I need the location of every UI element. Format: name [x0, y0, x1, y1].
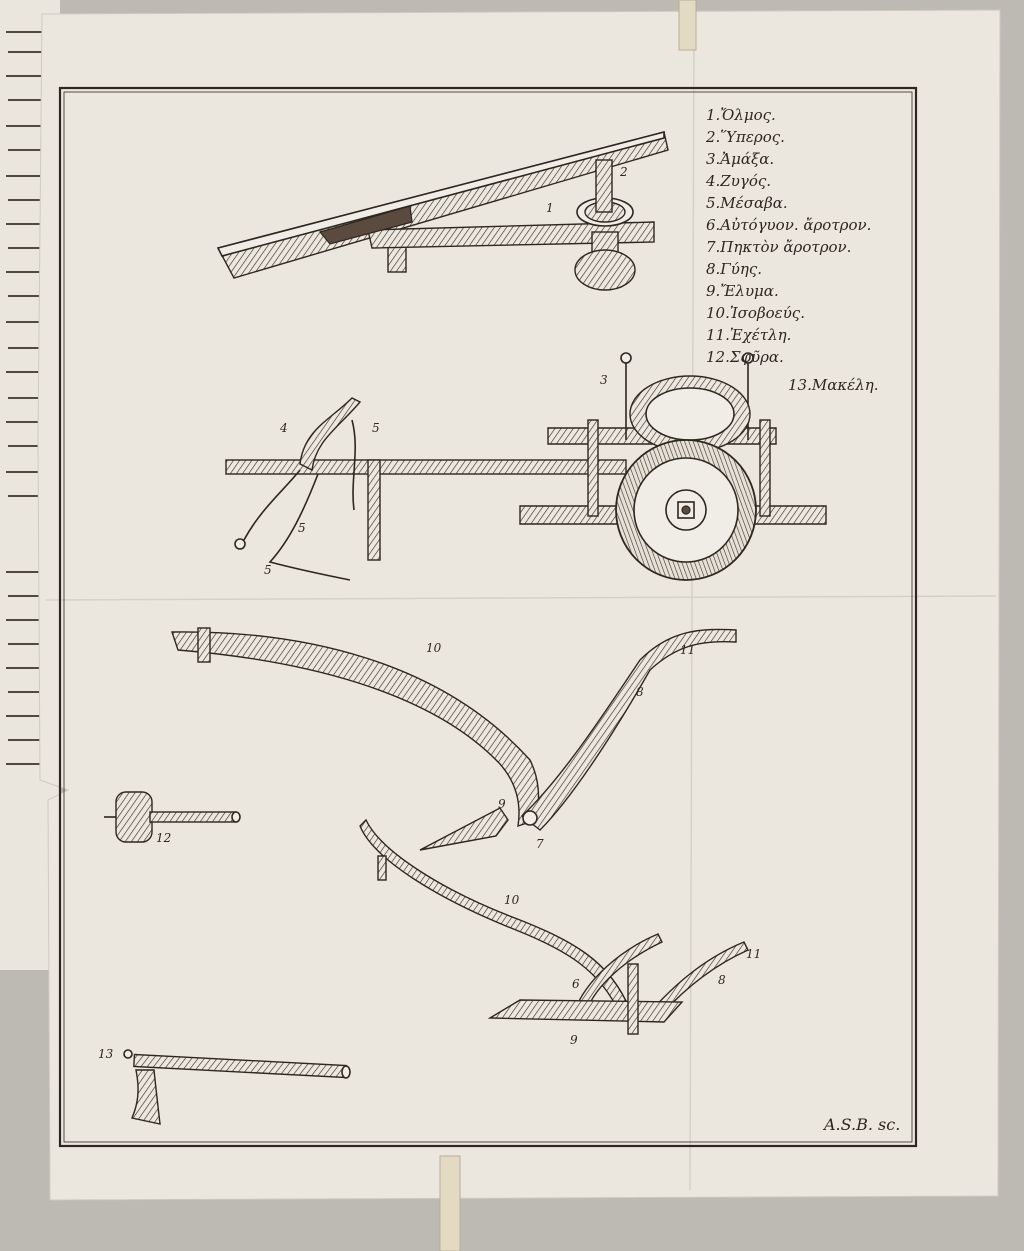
- plate-border: [58, 86, 918, 1148]
- legend: 1.Ὄλμος. 2.Ὕπερος. 3.Ἀμάξα. 4.Ζυγός. 5.Μ…: [705, 106, 879, 394]
- fold-line-horizontal: [45, 595, 997, 601]
- mattock-figure: 13: [98, 1047, 351, 1125]
- legend-item: 5.Μέσαβα.: [706, 194, 788, 212]
- wagon-figure: 3 4 5 5 5: [225, 352, 827, 581]
- number-label-10b: 10: [504, 893, 520, 907]
- mortar-and-pestle-figure: 1 2: [216, 130, 669, 291]
- legend-extra-item: 13.Μακέλη.: [788, 376, 879, 394]
- plough-figure-lower: 10 6 8 11 9: [359, 818, 761, 1047]
- number-label-2: 2: [619, 165, 628, 179]
- legend-item: 11.Ἐχέτλη.: [706, 326, 791, 344]
- plough-figure-upper: 10 11 8 9 7: [171, 627, 737, 851]
- number-label-10a: 10: [426, 641, 442, 655]
- number-label-12: 12: [156, 831, 171, 845]
- legend-item: 4.Ζυγός.: [705, 172, 771, 190]
- number-label-11b: 11: [746, 947, 761, 961]
- engraver-signature: A.S.B. sc.: [822, 1115, 900, 1134]
- number-label-8a: 8: [636, 685, 644, 699]
- legend-item: 8.Γύης.: [706, 260, 762, 278]
- legend-item: 1.Ὄλμος.: [706, 106, 776, 124]
- number-label-9a: 9: [498, 797, 506, 811]
- legend-item: 7.Πηκτὸν ἄροτρον.: [706, 238, 851, 256]
- number-label-5c: 5: [264, 563, 272, 577]
- legend-item: 6.Αὐτόγυον. ἄροτρον.: [706, 216, 871, 234]
- number-label-9b: 9: [570, 1033, 578, 1047]
- number-label-5b: 5: [298, 521, 306, 535]
- fold-line-vertical: [689, 19, 695, 1191]
- legend-item: 10.Ἰσοβοεύς.: [706, 304, 805, 322]
- number-label-3: 3: [600, 373, 608, 387]
- legend-item: 12.Σφῦρα.: [706, 348, 784, 366]
- bookmark-tab-bottom: [439, 1155, 461, 1251]
- number-label-13: 13: [98, 1047, 114, 1061]
- number-label-1: 1: [546, 201, 554, 215]
- legend-item: 2.Ὕπερος.: [705, 128, 785, 146]
- number-label-7: 7: [536, 837, 544, 851]
- hammer-figure: 12: [104, 791, 241, 845]
- legend-item: 3.Ἀμάξα.: [706, 150, 774, 168]
- plate-paper: [37, 9, 1001, 1201]
- number-label-6: 6: [572, 977, 580, 991]
- number-label-8b: 8: [718, 973, 726, 987]
- bookmark-tab-top: [678, 0, 697, 51]
- legend-item: 9.Ἔλυμα.: [706, 282, 779, 300]
- number-label-11a: 11: [680, 643, 695, 657]
- number-label-4: 4: [279, 421, 288, 435]
- number-label-5a: 5: [372, 421, 380, 435]
